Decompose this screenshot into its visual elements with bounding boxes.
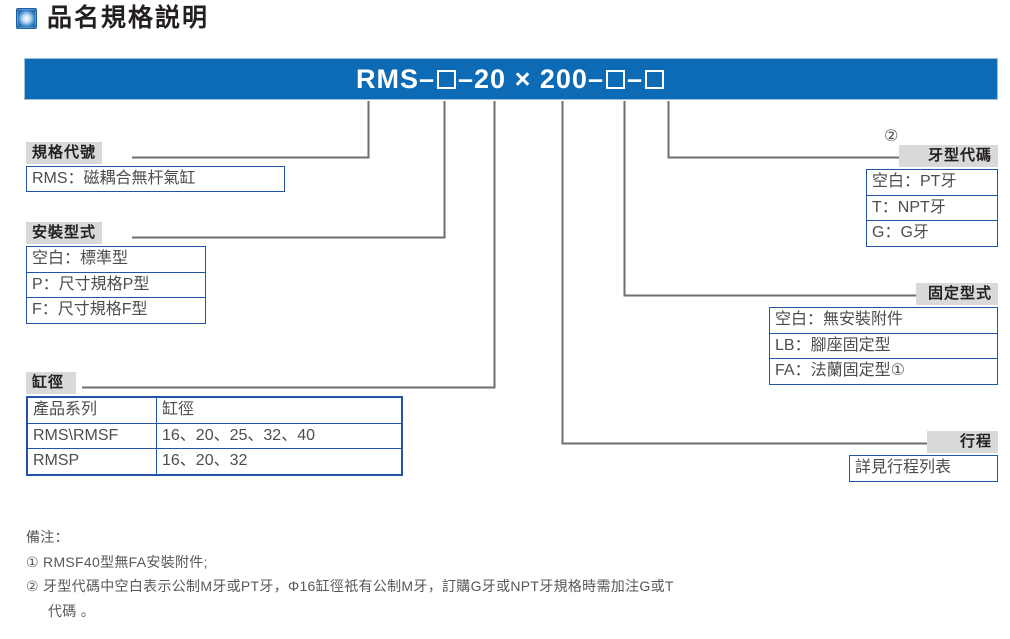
bore-header-series: 產品系列 [27,397,157,424]
model-placeholder-box-1 [437,69,456,89]
table-row: RMSP 16、20、32 [27,448,402,475]
model-dash-2: – [458,63,475,94]
option-mounting-1: P：尺寸規格P型 [27,273,205,299]
note-item-2: ② 牙型代碼中空白表示公制M牙或PT牙，Φ16缸徑祇有公制M牙，訂購G牙或NPT… [26,578,674,594]
notes-section: 備注： ① RMSF40型無FA安裝附件; ② 牙型代碼中空白表示公制M牙或PT… [26,525,976,623]
caption-bore-label: 缸徑 [32,374,65,391]
model-dash-3: – [587,63,604,94]
model-prefix: RMS [355,63,419,94]
bore-row-0-series: RMS\RMSF [27,422,157,450]
model-stroke: 200 [539,63,588,94]
box-stroke: 詳見行程列表 [849,455,998,482]
caption-spec-code: 規格代號 [26,142,102,165]
table-row-header: 產品系列 缸徑 [27,397,402,424]
thread-code-marker: ② [884,126,898,146]
model-placeholder-box-3 [645,69,665,89]
caption-fixing-type: 固定型式 [916,283,998,306]
caption-mounting-type: 安裝型式 [26,222,102,245]
caption-stroke: 行程 [927,431,998,454]
notes-heading: 備注： [26,529,69,545]
caption-fixing-type-label: 固定型式 [927,285,992,302]
bore-row-1-series: RMSP [27,448,157,475]
leader-stroke [561,101,927,445]
table-row: RMS\RMSF 16、20、25、32、40 [27,422,402,450]
model-dash-1: – [418,63,435,94]
model-bore: 20 [474,63,507,94]
leader-bore [82,101,496,389]
option-thread-2: G：G牙 [872,224,929,242]
option-fixing-1: LB：腳座固定型 [770,334,997,360]
box-fixing-type: 空白：無安裝附件 LB：腳座固定型 FA：法蘭固定型① [769,307,998,385]
note-item-1: ① RMSF40型無FA安裝附件; [26,553,208,570]
page-title-label: 品名規格説明 [47,4,210,32]
caption-thread-code: 牙型代碼 [899,145,998,168]
note-item-2-cont: 代碼 。 [48,602,96,619]
blue-square-bullet-icon [16,8,37,29]
leader-thread-code [667,101,899,159]
bore-header-bore: 缸徑 [156,397,402,424]
option-mounting-0: 空白：標準型 [27,247,205,273]
model-code-text: RMS––20 × 200–– [356,64,666,95]
box-thread-code: 空白：PT牙 T：NPT牙 G：G牙 [866,169,998,247]
thread-code-marker-label: ② [884,128,899,145]
leader-spec-code [132,101,370,159]
option-thread-1: T：NPT牙 [867,196,997,222]
caption-spec-code-label: 規格代號 [32,144,97,161]
model-placeholder-box-2 [605,69,625,89]
box-mounting-type: 空白：標準型 P：尺寸規格P型 F：尺寸規格F型 [26,246,206,324]
model-code-bar: RMS––20 × 200–– [24,58,998,100]
caption-thread-code-label: 牙型代碼 [927,147,992,164]
table-bore: 產品系列 缸徑 RMS\RMSF 16、20、25、32、40 RMSP 16、… [26,396,403,476]
model-times: × [514,63,532,94]
option-stroke-0: 詳見行程列表 [855,459,952,476]
option-fixing-0: 空白：無安裝附件 [770,308,997,334]
option-fixing-2: FA：法蘭固定型① [775,362,905,380]
caption-stroke-label: 行程 [959,433,992,450]
option-mounting-2: F：尺寸規格F型 [32,301,148,319]
caption-bore: 缸徑 [26,372,76,395]
bore-row-0-values: 16、20、25、32、40 [156,422,402,450]
option-thread-0: 空白：PT牙 [867,170,997,196]
bore-row-1-values: 16、20、32 [156,448,402,475]
caption-mounting-type-label: 安裝型式 [32,224,97,241]
model-dash-4: – [626,63,644,94]
option-spec-code-0: RMS：磁耦合無杆氣缸 [32,170,196,187]
page-title: 品名規格説明 [16,6,209,31]
box-spec-code: RMS：磁耦合無杆氣缸 [26,166,285,192]
